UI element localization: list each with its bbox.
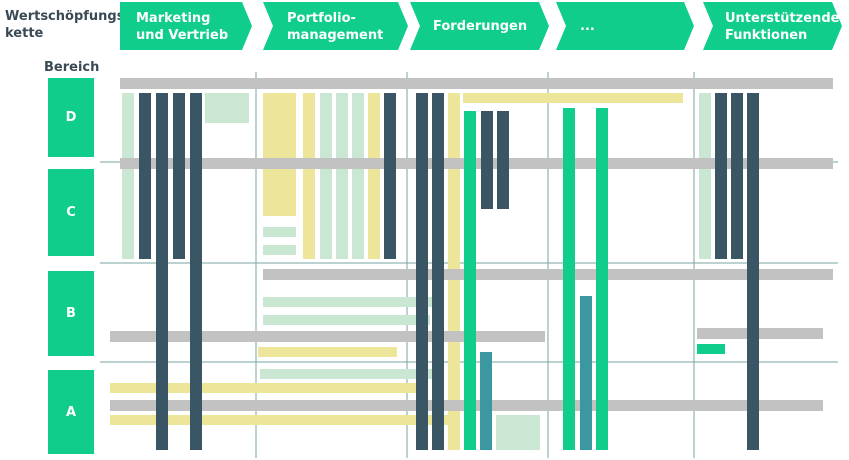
bar-lg-a-box — [496, 415, 540, 450]
bar-t-forderungen — [480, 352, 492, 450]
stage-chevrons — [120, 2, 842, 50]
bar-g-b-middle — [110, 331, 545, 342]
bar-lg-marketing-1 — [122, 93, 134, 259]
bar-d-support-3 — [747, 93, 759, 450]
bar-d-forderungen-4 — [497, 111, 509, 209]
bar-d-marketing-3 — [173, 93, 185, 259]
stage-label-line: management — [287, 28, 384, 43]
chevron-more[interactable] — [556, 2, 694, 50]
bar-y-top-horizontal — [463, 93, 683, 103]
chevron-forderungen[interactable] — [410, 2, 549, 50]
stage-label-line: Portfolio- — [287, 11, 356, 26]
value-chain-title-line-1: Wertschöpfungs- — [5, 9, 130, 24]
bar-lg-portfolio-small-1 — [263, 227, 296, 237]
bar-d-forderungen-2 — [432, 93, 444, 450]
bar-ag-more-1 — [563, 108, 575, 450]
area-button-d[interactable]: D — [48, 78, 94, 157]
stage-label-more: ... — [580, 18, 595, 35]
area-button-b[interactable]: B — [48, 271, 94, 356]
area-button-a[interactable]: A — [48, 370, 94, 454]
bar-d-forderungen-3 — [481, 111, 493, 209]
stage-label-line: Funktionen — [725, 28, 808, 43]
stage-label-forderungen: Forderungen — [433, 18, 527, 35]
bar-lg-portfolio-3 — [352, 93, 364, 259]
chevron-portfolio[interactable] — [263, 2, 408, 50]
bar-lg-a-horizontal — [260, 369, 438, 379]
stage-label-support: Unterstützende Funktionen — [725, 10, 839, 44]
chevron-marketing[interactable] — [120, 2, 252, 50]
bar-lg-marketing-box — [205, 93, 249, 123]
dark-bars — [139, 93, 759, 450]
bar-lg-support-1 — [699, 93, 711, 259]
bar-y-a-horizontal-1 — [110, 383, 425, 393]
bar-d-marketing-4 — [190, 93, 202, 450]
stage-label-marketing: Marketing und Vertrieb — [136, 10, 228, 44]
bar-y-portfolio-wide — [263, 93, 296, 216]
bar-g-b-top — [263, 269, 833, 280]
bar-lg-b-horizontal-1 — [263, 297, 433, 307]
bar-d-portfolio-1 — [384, 93, 396, 259]
bar-lg-portfolio-2 — [336, 93, 348, 259]
bar-g-support-b — [697, 328, 823, 339]
bar-ag-forderungen — [464, 111, 476, 450]
bar-g-dc — [120, 158, 833, 169]
bar-ag-more-2 — [596, 108, 608, 450]
chevron-support[interactable] — [703, 2, 842, 50]
bar-g-top — [120, 78, 833, 89]
bar-d-marketing-2 — [156, 93, 168, 450]
yellow-bars — [110, 93, 683, 450]
bar-lg-portfolio-1 — [320, 93, 332, 259]
value-chain-title-line-2: kette — [5, 26, 44, 41]
bar-d-forderungen-1 — [416, 93, 428, 450]
bar-y-portfolio-3 — [368, 93, 380, 259]
stage-label-line: und Vertrieb — [136, 28, 229, 43]
stage-label-line: Forderungen — [433, 19, 528, 34]
bar-t-more — [580, 296, 592, 450]
bar-lg-portfolio-small-2 — [263, 245, 296, 255]
bar-y-a-horizontal-2 — [110, 415, 448, 425]
bar-d-support-1 — [715, 93, 727, 259]
stage-label-line: ... — [580, 19, 595, 34]
stage-label-line: Unterstützende — [725, 11, 840, 26]
stage-label-line: Marketing — [136, 11, 211, 26]
green-bars — [464, 108, 725, 450]
bar-lg-b-horizontal-2 — [263, 315, 430, 325]
bar-y-b-horizontal — [258, 347, 397, 357]
value-chain-title: Wertschöpfungs- kette — [5, 8, 130, 42]
stage-label-portfolio: Portfolio- management — [287, 10, 383, 44]
bar-ag-support-small — [697, 344, 725, 354]
bar-d-support-2 — [731, 93, 743, 259]
bar-d-marketing-1 — [139, 93, 151, 259]
bar-y-portfolio-2 — [303, 93, 315, 259]
teal-bars — [480, 296, 592, 450]
area-heading: Bereich — [44, 60, 100, 75]
light-green-bars — [122, 93, 711, 450]
area-button-c[interactable]: C — [48, 169, 94, 256]
